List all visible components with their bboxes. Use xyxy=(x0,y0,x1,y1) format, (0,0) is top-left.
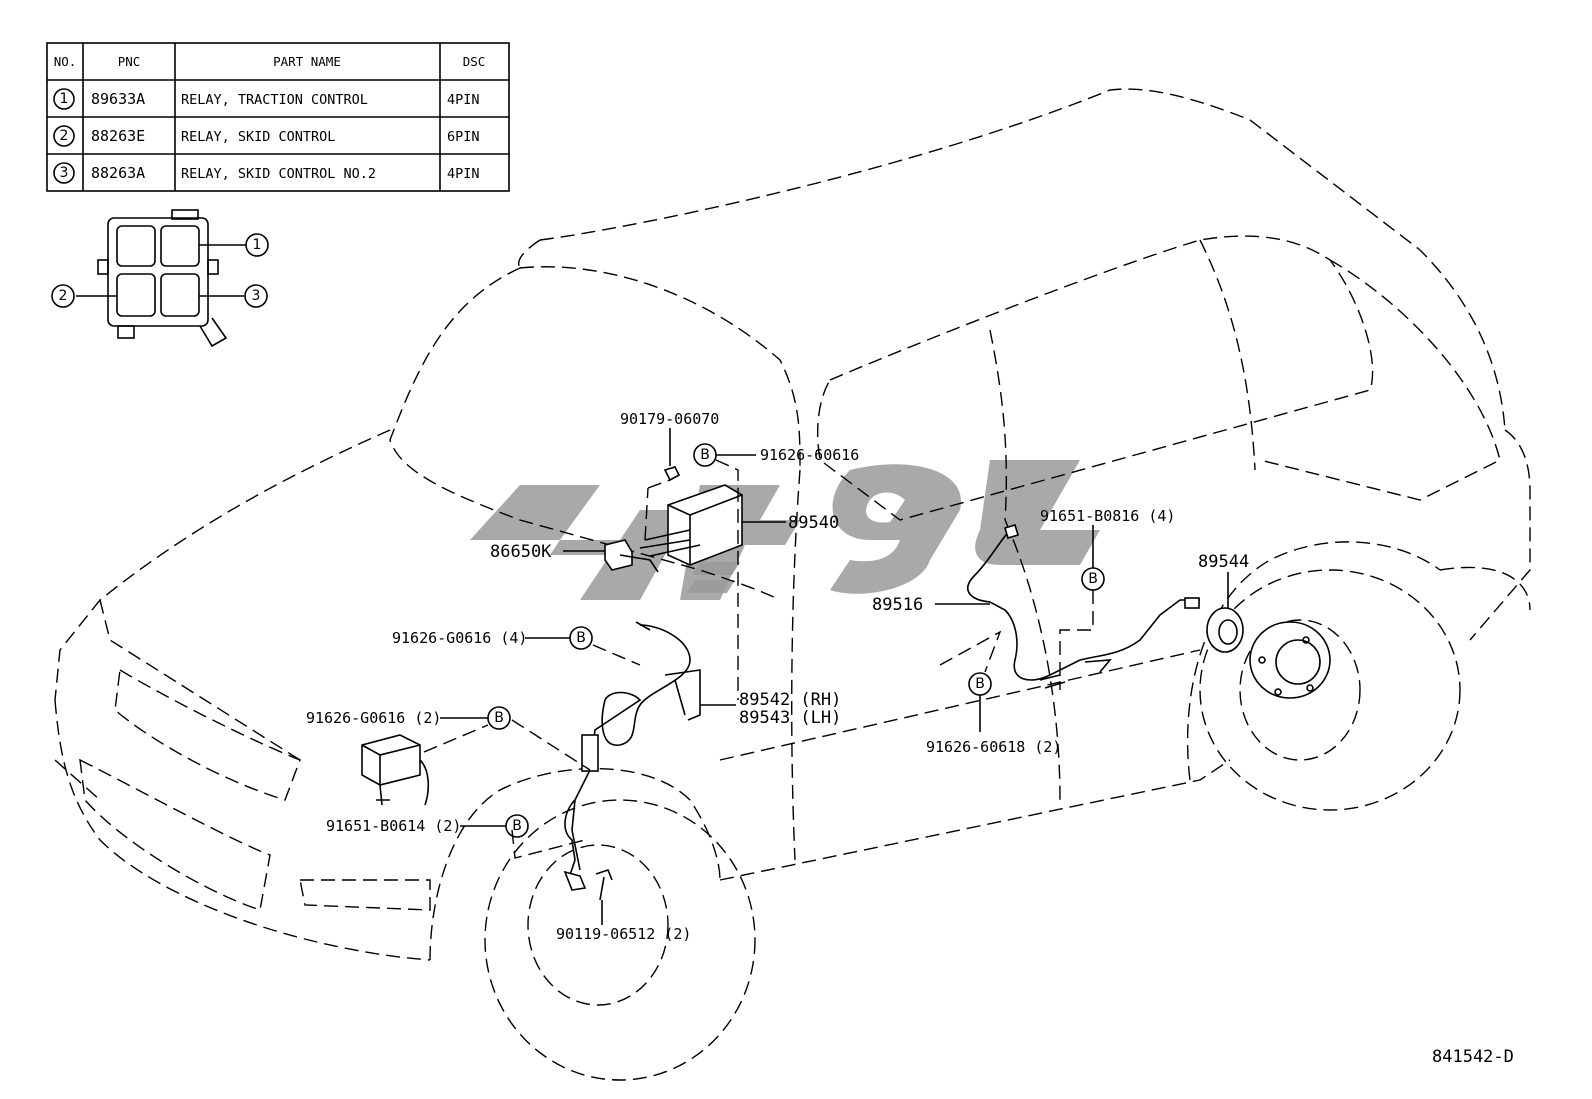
harness-clip xyxy=(581,734,599,772)
part-labels: 90179-06070 91626-60616 89540 86650K 916… xyxy=(306,410,1514,1067)
label-91651-b0816: 91651-B0816 (4) xyxy=(1040,507,1175,525)
b-marker: B xyxy=(968,672,992,696)
callout-circle xyxy=(51,284,75,308)
abs-ecu xyxy=(667,484,743,566)
wheel-hub xyxy=(1249,621,1331,699)
header-no: NO. xyxy=(54,54,77,69)
label-89543-lh: 89543 (LH) xyxy=(739,708,841,728)
row-pnc: 89633A xyxy=(91,90,145,108)
parts-drawings xyxy=(361,466,1331,901)
label-89544: 89544 xyxy=(1198,552,1249,572)
callout-1: 1 xyxy=(253,237,262,253)
svg-text:B: B xyxy=(576,630,586,646)
b-marker: B xyxy=(505,814,529,838)
label-86650k: 86650K xyxy=(490,542,552,562)
harness-connector xyxy=(1004,524,1019,539)
label-90119-06512: 90119-06512 (2) xyxy=(556,925,691,943)
relay-box xyxy=(361,734,421,786)
row-part-name: RELAY, SKID CONTROL xyxy=(181,129,335,145)
svg-text:B: B xyxy=(494,710,504,726)
b-marker: B xyxy=(487,706,511,730)
b-marker: B xyxy=(1081,567,1105,591)
connector xyxy=(604,539,633,571)
label-89540: 89540 xyxy=(788,513,839,533)
leader-lines: B B B B B B xyxy=(423,428,1229,925)
label-89516: 89516 xyxy=(872,595,923,615)
row-no: 1 xyxy=(60,91,69,107)
row-dsc: 4PIN xyxy=(447,92,480,108)
svg-text:B: B xyxy=(1088,571,1098,587)
row-dsc: 4PIN xyxy=(447,166,480,182)
row-number-badge xyxy=(53,88,75,110)
header-pnc: PNC xyxy=(118,54,141,69)
nut xyxy=(663,466,681,482)
row-part-name: RELAY, SKID CONTROL NO.2 xyxy=(181,166,376,182)
speed-sensor-front xyxy=(563,870,587,891)
label-91626-g0616-4: 91626-G0616 (4) xyxy=(392,629,527,647)
row-number-badge xyxy=(53,162,75,184)
parts-table: NO. PNC PART NAME DSC 1 89633A RELAY, TR… xyxy=(46,42,510,192)
relay-block: 1 2 3 xyxy=(51,209,269,348)
diagram-code: 841542-D xyxy=(1432,1047,1514,1067)
label-91651-b0614: 91651-B0614 (2) xyxy=(326,817,461,835)
row-no: 3 xyxy=(60,165,69,181)
header-dsc: DSC xyxy=(463,54,486,69)
b-marker: B xyxy=(693,443,717,467)
row-part-name: RELAY, TRACTION CONTROL xyxy=(181,92,368,108)
harness-connector xyxy=(1184,597,1200,609)
callout-circle xyxy=(244,284,268,308)
vehicle-outline xyxy=(54,88,1531,1081)
b-marker: B xyxy=(569,626,593,650)
callout-circle xyxy=(245,233,269,257)
label-90179-06070: 90179-06070 xyxy=(620,410,719,428)
row-number-badge xyxy=(53,125,75,147)
label-91626-60618: 91626-60618 (2) xyxy=(926,738,1061,756)
row-pnc: 88263E xyxy=(91,127,145,145)
svg-text:B: B xyxy=(512,818,522,834)
callout-3: 3 xyxy=(252,288,261,304)
header-part-name: PART NAME xyxy=(273,54,341,69)
svg-text:B: B xyxy=(700,447,710,463)
row-no: 2 xyxy=(60,128,69,144)
label-89542-rh: 89542 (RH) xyxy=(739,690,841,710)
label-91626-60616: 91626-60616 xyxy=(760,446,859,464)
row-pnc: 88263A xyxy=(91,164,145,182)
label-91626-g0616-2: 91626-G0616 (2) xyxy=(306,709,441,727)
callout-2: 2 xyxy=(59,288,68,304)
row-dsc: 6PIN xyxy=(447,129,480,145)
svg-text:B: B xyxy=(975,676,985,692)
